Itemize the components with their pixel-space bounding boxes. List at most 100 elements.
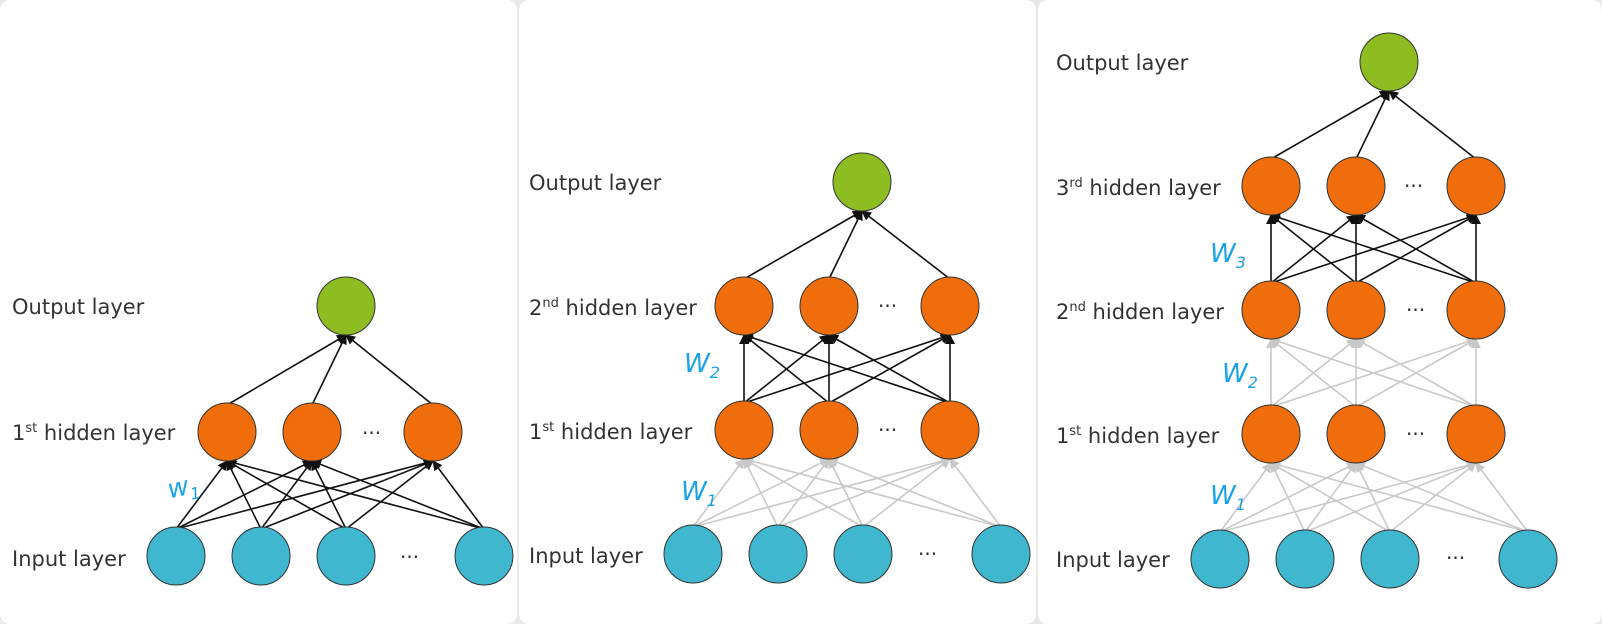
p1-hidden-node-row1-1: [282, 402, 342, 462]
p3-edge-row4-0-to-row3-2: [1219, 460, 1477, 533]
p1-edge-row2-2-to-row1-0: [226, 460, 347, 530]
p2-edge-row2-2-to-row1-1: [828, 334, 951, 404]
p2-input-node-row3-0: [663, 524, 723, 584]
p3-edge-row4-3-to-row3-0: [1270, 460, 1529, 533]
panel-1-input-layer-label: Input layer: [12, 547, 126, 571]
p3-output-node-row0-0: [1359, 32, 1419, 92]
panel-3-hidden-layer-1-label: 1st hidden layer: [1056, 424, 1220, 448]
p3-hidden-node-row1-1: [1326, 156, 1386, 216]
panel-2-hidden-1-ellipsis: ···: [878, 418, 897, 442]
p3-hidden-node-row2-0: [1241, 280, 1301, 340]
p1-edge-row1-1-to-row0-0: [311, 334, 347, 406]
p3-input-node-row4-2: [1360, 529, 1420, 589]
panel-3: Output layer 3rd hidden layer 2nd hidden…: [1038, 0, 1602, 624]
p2-edge-row3-3-to-row2-2: [949, 458, 1002, 528]
panel-1-input-ellipsis: ···: [400, 545, 419, 569]
p3-edge-row2-2-to-row1-0: [1270, 213, 1477, 284]
panel-3-weight-w2-annotation: W2: [1222, 359, 1258, 392]
p3-edge-row4-2-to-row3-2: [1389, 462, 1477, 533]
p3-edge-row3-2-to-row2-1: [1355, 338, 1477, 408]
p3-input-node-row4-1: [1275, 529, 1335, 589]
p2-edge-row3-2-to-row2-0: [743, 458, 864, 528]
p2-input-node-row3-3: [971, 524, 1031, 584]
panel-3-hidden-layer-2-label: 2nd hidden layer: [1056, 300, 1224, 324]
p2-edge-row3-1-to-row2-0: [743, 458, 779, 528]
panel-1: Output layer 1st hidden layer Input laye…: [0, 0, 517, 624]
p2-edge-row1-1-to-row0-0: [828, 210, 863, 280]
p1-output-node-row0-0: [316, 276, 376, 336]
p2-edge-row3-2-to-row2-1: [828, 458, 864, 528]
p3-input-node-row4-3: [1498, 529, 1558, 589]
panel-2-hidden-layer-1-label: 1st hidden layer: [529, 420, 693, 444]
p1-edge-row2-1-to-row1-2: [260, 459, 434, 530]
panel-2-weight-w2-annotation: W2: [684, 349, 720, 382]
p3-hidden-node-row3-1: [1326, 404, 1386, 464]
p1-input-node-row2-1: [231, 526, 291, 586]
panel-1-output-layer-label: Output layer: [12, 295, 145, 319]
p2-hidden-node-row2-0: [714, 400, 774, 460]
p2-edge-row3-1-to-row2-2: [777, 457, 951, 528]
p2-edge-row3-2-to-row2-2: [862, 458, 951, 528]
p2-hidden-node-row2-2: [920, 400, 980, 460]
panel-1-hidden-layer-1-label: 1st hidden layer: [12, 421, 176, 445]
p1-input-node-row2-0: [146, 526, 206, 586]
p3-hidden-node-row2-1: [1326, 280, 1386, 340]
p3-edge-row4-3-to-row3-2: [1475, 462, 1529, 533]
panel-2-hidden-layer-2-label: 2nd hidden layer: [529, 296, 697, 320]
p2-edge-row1-0-to-row0-0: [743, 210, 863, 280]
panel-2-input-layer-label: Input layer: [529, 544, 643, 568]
p3-edge-row4-0-to-row3-0: [1219, 462, 1272, 533]
panel-2-hidden-2-ellipsis: ···: [878, 294, 897, 318]
panel-2-background: [519, 0, 1036, 624]
p2-edge-row2-2-to-row1-0: [743, 333, 951, 404]
p3-edge-row1-2-to-row0-0: [1388, 90, 1477, 160]
p3-edge-row2-1-to-row1-0: [1270, 214, 1357, 284]
panel-2-weight-w1-annotation: W1: [681, 477, 717, 510]
p2-edge-row3-3-to-row2-0: [743, 456, 1002, 528]
panel-2-input-ellipsis: ···: [918, 542, 937, 566]
panel-2-output-layer-label: Output layer: [529, 171, 662, 195]
p1-edge-row2-3-to-row1-2: [432, 460, 485, 530]
p2-edge-row2-1-to-row1-0: [743, 334, 830, 404]
p3-edge-row3-1-to-row2-0: [1270, 338, 1357, 408]
p3-hidden-node-row3-2: [1446, 404, 1506, 464]
p3-hidden-node-row1-0: [1241, 156, 1301, 216]
panel-1-hidden-1-ellipsis: ···: [362, 421, 381, 445]
p2-output-node-row0-0: [832, 152, 892, 212]
p3-input-node-row4-0: [1190, 529, 1250, 589]
panel-3-hidden-2-ellipsis: ···: [1406, 298, 1425, 322]
p2-input-node-row3-2: [833, 524, 893, 584]
p3-edge-row4-1-to-row3-0: [1270, 462, 1306, 533]
panel-3-input-layer-label: Input layer: [1056, 548, 1170, 572]
p2-edge-row3-3-to-row2-1: [828, 457, 1002, 528]
p2-hidden-node-row2-1: [799, 400, 859, 460]
p2-edge-row3-0-to-row2-0: [692, 458, 745, 528]
p3-hidden-node-row1-2: [1446, 156, 1506, 216]
p2-input-node-row3-1: [748, 524, 808, 584]
p3-edge-row1-1-to-row0-0: [1355, 90, 1390, 160]
panel-2: Output layer 2nd hidden layer 1st hidden…: [519, 0, 1036, 624]
p2-hidden-node-row1-2: [920, 276, 980, 336]
p1-edge-row1-2-to-row0-0: [345, 334, 434, 406]
p2-hidden-node-row1-1: [799, 276, 859, 336]
panel-3-weight-w3-annotation: W3: [1210, 239, 1246, 272]
p1-edge-row2-2-to-row1-2: [345, 460, 434, 530]
p1-edge-row2-0-to-row1-0: [175, 460, 228, 530]
p2-hidden-node-row1-0: [714, 276, 774, 336]
p3-hidden-node-row3-0: [1241, 404, 1301, 464]
p3-edge-row4-3-to-row3-1: [1355, 461, 1529, 533]
p3-edge-row4-2-to-row3-1: [1355, 462, 1391, 533]
p3-edge-row4-1-to-row3-2: [1304, 461, 1477, 533]
p1-edge-row2-1-to-row1-0: [226, 460, 262, 530]
p1-edge-row2-3-to-row1-1: [311, 459, 485, 530]
p1-hidden-node-row1-0: [197, 402, 257, 462]
panel-3-weight-w1-annotation: W1: [1210, 481, 1246, 514]
p1-edge-row2-2-to-row1-1: [311, 460, 347, 530]
p1-edge-row1-0-to-row0-0: [226, 334, 347, 406]
panel-1-background: [0, 0, 517, 624]
p2-edge-row3-0-to-row2-2: [692, 456, 951, 528]
p3-hidden-node-row2-2: [1446, 280, 1506, 340]
p1-edge-row2-3-to-row1-0: [226, 458, 485, 530]
panel-3-input-ellipsis: ···: [1446, 546, 1465, 570]
panel-3-hidden-1-ellipsis: ···: [1406, 422, 1425, 446]
